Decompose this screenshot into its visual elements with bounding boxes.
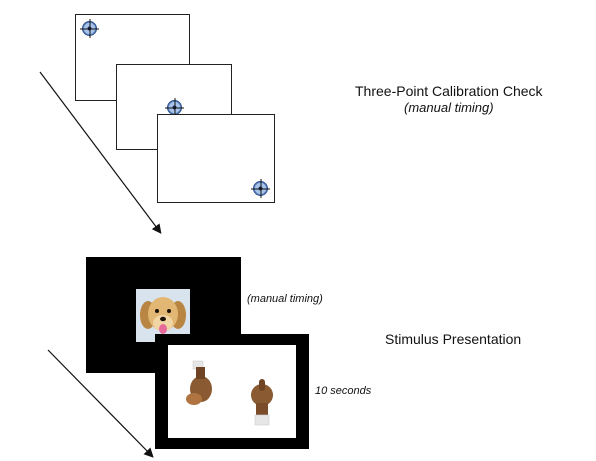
calibration-screen-3 — [157, 114, 275, 203]
calibration-arrow — [39, 71, 162, 234]
stimulus-arrow — [47, 349, 154, 458]
calibration-target-icon — [253, 181, 268, 196]
calibration-timing: (manual timing) — [404, 100, 494, 115]
puppy-image — [136, 289, 190, 342]
hand-signs-image — [186, 360, 273, 426]
stimulus-screen-2 — [155, 334, 309, 449]
calibration-title: Three-Point Calibration Check — [355, 83, 543, 99]
stimulus-title: Stimulus Presentation — [385, 331, 522, 347]
stimulus-first-timing: (manual timing) — [247, 293, 323, 305]
stimulus-screen-2-inner — [168, 345, 296, 438]
stimulus-second-timing: 10 seconds — [315, 385, 372, 397]
calibration-target-icon — [82, 21, 97, 36]
calibration-target-icon — [167, 100, 182, 115]
